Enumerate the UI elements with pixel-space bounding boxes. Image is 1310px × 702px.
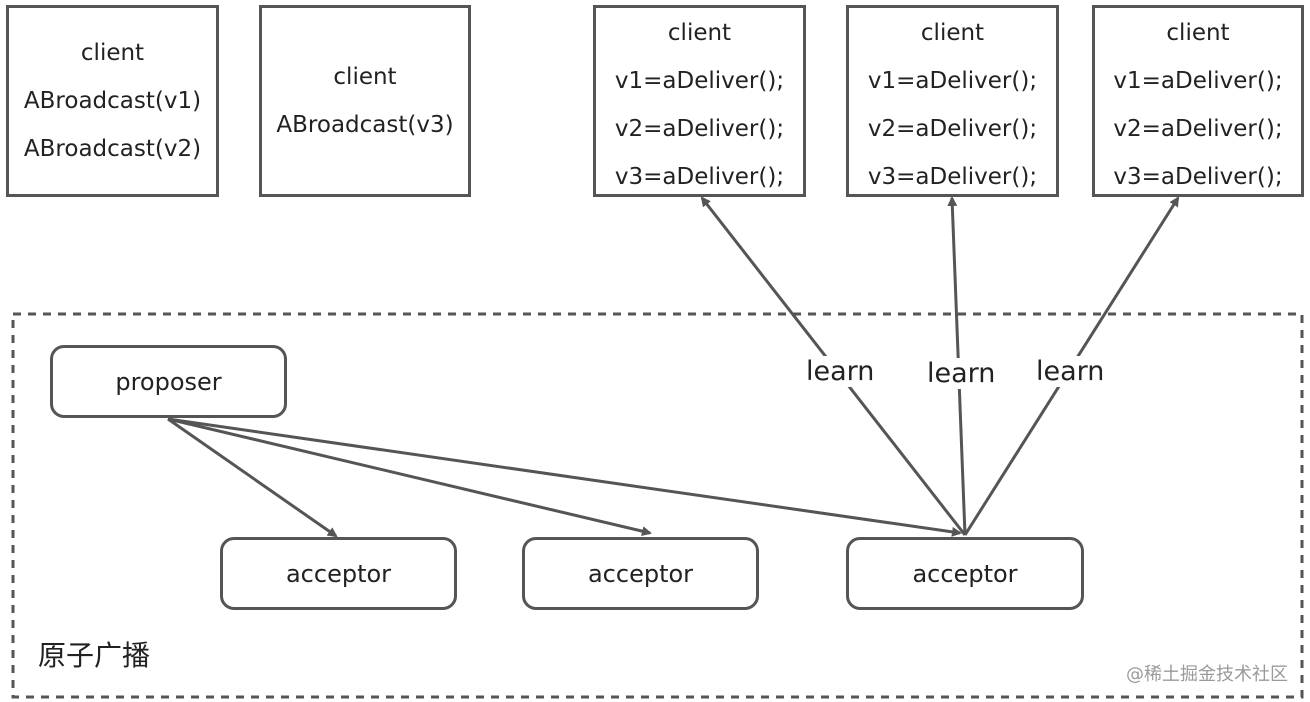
edge-proposer-to-acceptor-2: [167, 417, 652, 537]
client-label: client: [80, 40, 145, 66]
acceptor-label: acceptor: [285, 559, 392, 588]
acceptor-node-3: acceptor: [846, 537, 1084, 610]
acceptor-node-1: acceptor: [220, 537, 457, 610]
learn-label-1: learn: [804, 356, 877, 387]
client-label: client: [920, 20, 985, 46]
acceptor-node-2: acceptor: [522, 537, 759, 610]
client-line: v3=aDeliver();: [614, 164, 785, 190]
client-line: v2=aDeliver();: [1113, 116, 1283, 142]
client-box-4: client v1=aDeliver(); v2=aDeliver(); v3=…: [846, 5, 1059, 197]
region-label: 原子广播: [38, 639, 151, 672]
client-box-2: client ABroadcast(v3): [259, 5, 471, 197]
proposer-node: proposer: [50, 345, 287, 418]
client-label: client: [667, 20, 732, 46]
client-line: v1=aDeliver();: [867, 68, 1038, 94]
client-box-3: client v1=aDeliver(); v2=aDeliver(); v3=…: [593, 5, 806, 197]
client-line: v3=aDeliver();: [1113, 164, 1283, 190]
client-line: v2=aDeliver();: [614, 116, 785, 142]
client-line: v1=aDeliver();: [614, 68, 785, 94]
client-line: v1=aDeliver();: [1113, 68, 1283, 94]
proposer-label: proposer: [115, 367, 222, 396]
client-line: v3=aDeliver();: [867, 164, 1038, 190]
client-label: client: [333, 64, 397, 90]
learn-label-2: learn: [925, 358, 998, 389]
atomic-broadcast-region: [11, 312, 1304, 699]
client-line: v2=aDeliver();: [867, 116, 1038, 142]
acceptor-label: acceptor: [912, 559, 1018, 588]
watermark: @稀土掘金技术社区: [1126, 664, 1288, 685]
client-label: client: [1166, 20, 1230, 46]
edge-proposer-to-acceptor-1: [167, 417, 338, 538]
client-box-1: client ABroadcast(v1) ABroadcast(v2): [6, 5, 219, 197]
client-line: ABroadcast(v1): [23, 88, 202, 114]
client-box-5: client v1=aDeliver(); v2=aDeliver(); v3=…: [1092, 5, 1304, 197]
edge-proposer-to-acceptor-3: [167, 417, 962, 537]
client-line: ABroadcast(v2): [23, 136, 202, 162]
client-line: ABroadcast(v3): [276, 112, 454, 138]
learn-label-3: learn: [1034, 356, 1107, 387]
acceptor-label: acceptor: [587, 559, 694, 588]
